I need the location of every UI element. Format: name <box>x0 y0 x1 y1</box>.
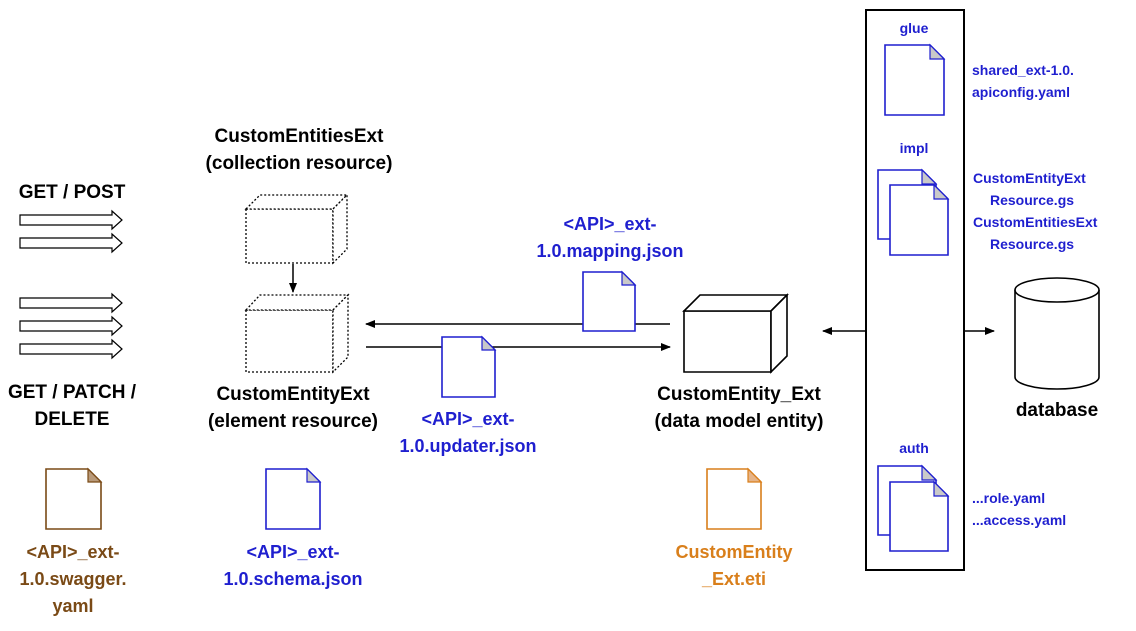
cylinder-icon <box>1014 290 1100 390</box>
swagger-file-label-line2: 1.0.swagger. <box>19 569 126 589</box>
eti-file-label-line2: _Ext.eti <box>701 569 766 589</box>
solid-cube-icon <box>683 310 772 373</box>
updater-file-label-line1: <API>_ext- <box>421 409 514 429</box>
hollow-right-arrow-icon <box>19 232 123 254</box>
collection-methods-label: GET / POST <box>19 182 126 203</box>
element-resource-box <box>244 293 350 374</box>
schema-file-label-line2: 1.0.schema.json <box>223 569 362 589</box>
hollow-right-arrow-icon <box>19 338 123 360</box>
document-icon <box>706 468 762 530</box>
updater-file <box>441 335 497 398</box>
swagger-file-label-line1: <API>_ext- <box>26 542 119 562</box>
updater-file-label-line2: 1.0.updater.json <box>399 436 536 456</box>
document-icon <box>884 44 945 116</box>
document-icon <box>582 271 636 332</box>
auth-file1-label: ...role.yaml <box>972 490 1045 506</box>
element-methods-label-line1: GET / PATCH / <box>8 382 137 403</box>
impl-file1-label-line2: Resource.gs <box>990 192 1074 208</box>
schema-file-label-line1: <API>_ext- <box>246 542 339 562</box>
document-icon <box>441 336 496 398</box>
auth-file2-label: ...access.yaml <box>972 512 1066 528</box>
dotted-cube-icon <box>245 208 334 264</box>
dotted-cube-icon <box>245 309 334 373</box>
entity-type: (data model entity) <box>655 411 824 432</box>
swagger-file-label-line3: yaml <box>52 596 93 616</box>
auth-files <box>877 464 950 552</box>
collection-resource-name: CustomEntitiesExt <box>215 126 385 147</box>
impl-file1-label-line1: CustomEntityExt <box>973 170 1086 186</box>
eti-file <box>706 467 763 530</box>
element-resource-type: (element resource) <box>208 411 378 432</box>
mapping-file-label-line1: <API>_ext- <box>563 214 656 234</box>
impl-file2-label-line1: CustomEntitiesExt <box>973 214 1098 230</box>
hollow-right-arrow-icon <box>19 209 123 231</box>
glue-file <box>884 43 946 116</box>
document-icon <box>45 468 102 530</box>
eti-file-label-line1: CustomEntity <box>676 542 793 562</box>
entity-box <box>682 293 789 374</box>
entity-name: CustomEntity_Ext <box>657 384 821 405</box>
database <box>1014 277 1100 390</box>
mapping-file <box>582 270 637 332</box>
collection-request-arrows <box>19 209 123 254</box>
mapping-file-label-line2: 1.0.mapping.json <box>536 241 683 261</box>
element-methods-label-line2: DELETE <box>35 409 110 430</box>
auth-module-title: auth <box>899 440 929 456</box>
impl-file2-label-line2: Resource.gs <box>990 236 1074 252</box>
hollow-right-arrow-icon <box>19 315 123 337</box>
collection-resource-type: (collection resource) <box>206 153 393 174</box>
document-icon <box>889 481 949 552</box>
collection-resource-box <box>244 193 349 265</box>
document-icon <box>889 184 949 256</box>
impl-module-title: impl <box>900 140 929 156</box>
element-request-arrows <box>19 292 123 360</box>
hollow-right-arrow-icon <box>19 292 123 314</box>
database-label: database <box>1016 400 1098 421</box>
swagger-file <box>45 467 103 530</box>
element-resource-name: CustomEntityExt <box>216 384 370 405</box>
glue-file-label-line1: shared_ext-1.0. <box>972 62 1074 78</box>
impl-files <box>877 168 950 256</box>
glue-file-label-line2: apiconfig.yaml <box>972 84 1070 100</box>
schema-file <box>265 467 322 530</box>
glue-module-title: glue <box>900 20 929 36</box>
document-icon <box>265 468 321 530</box>
